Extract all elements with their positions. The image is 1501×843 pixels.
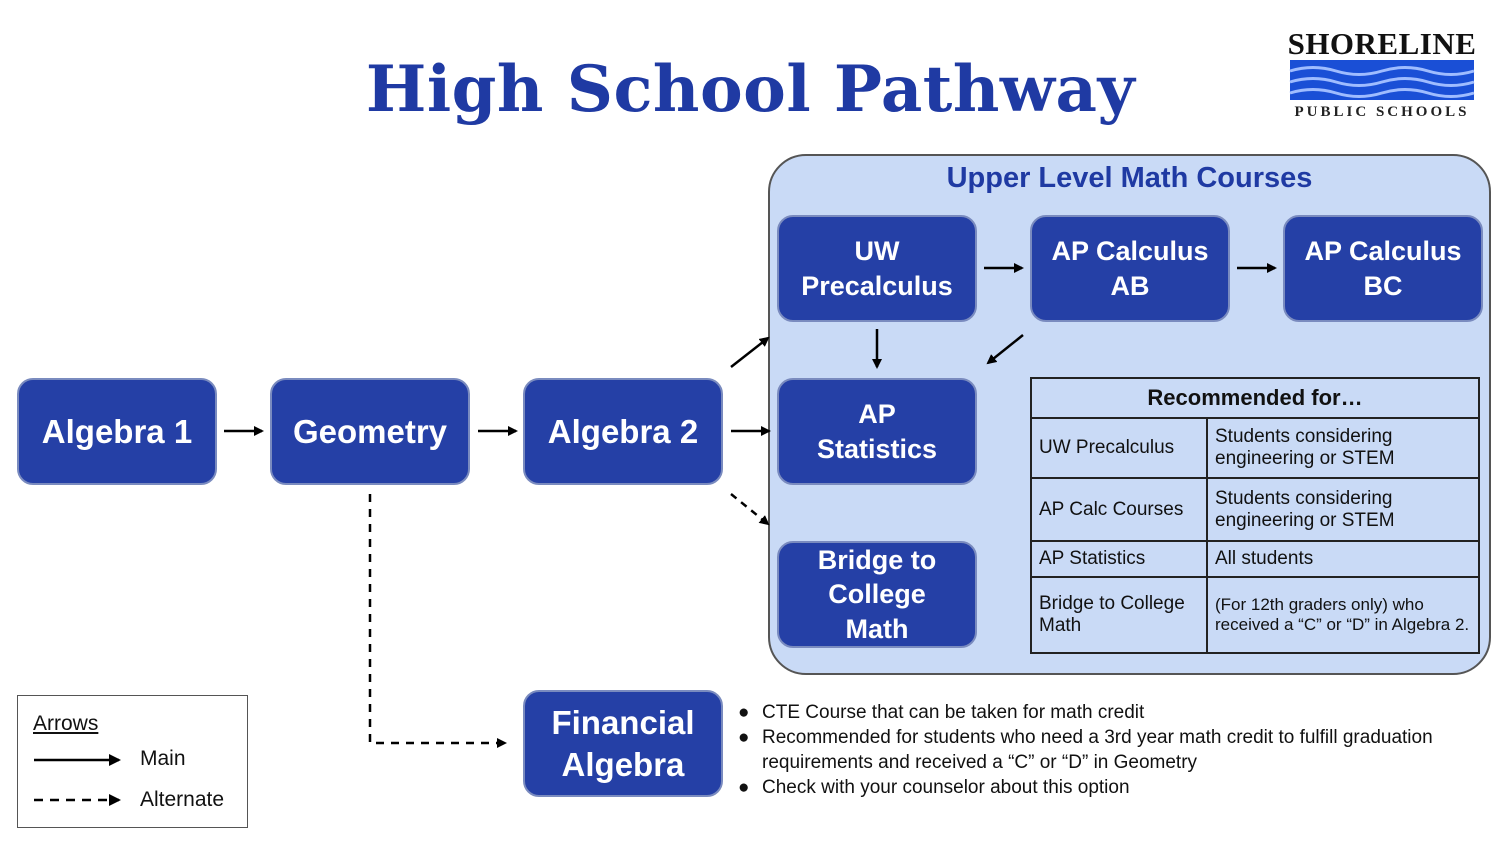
table-cell-course: UW Precalculus xyxy=(1030,417,1208,479)
shoreline-logo: SHORELINE PUBLIC SCHOOLS xyxy=(1287,26,1477,126)
legend-alternate-label: Alternate xyxy=(140,788,225,811)
bullet-icon: ● xyxy=(738,777,750,798)
arrow-calcab-ap-statistics xyxy=(986,334,1024,365)
course-ap-statistics: AP Statistics xyxy=(777,378,977,485)
table-cell-course: Bridge to College Math xyxy=(1030,576,1208,654)
arrow-algebra2-uw-precalculus xyxy=(730,336,770,368)
note-text: Check with your counselor about this opt… xyxy=(762,777,1130,798)
table-header: Recommended for… xyxy=(1030,377,1480,419)
table-row: AP Statistics All students xyxy=(1030,540,1480,578)
course-label: AP Calculus AB xyxy=(1051,236,1209,301)
course-algebra-2: Algebra 2 xyxy=(523,378,723,485)
course-label: Geometry xyxy=(292,412,448,450)
course-label: AP Calculus BC xyxy=(1304,236,1462,301)
table-cell-who: All students xyxy=(1206,540,1480,578)
financial-algebra-notes: ● CTE Course that can be taken for math c… xyxy=(738,700,1438,800)
legend-title: Arrows xyxy=(33,712,99,735)
course-algebra-1: Algebra 1 xyxy=(17,378,217,485)
legend-arrows xyxy=(34,754,121,806)
bullet-icon: ● xyxy=(738,702,750,723)
logo-bottom-text: PUBLIC SCHOOLS xyxy=(1294,104,1470,120)
course-label: AP Statistics xyxy=(816,399,938,464)
course-bridge-to-college-math: Bridge to College Math xyxy=(777,541,977,648)
table-cell-course: AP Calc Courses xyxy=(1030,477,1208,542)
course-ap-calculus-bc: AP Calculus BC xyxy=(1283,215,1483,322)
table-cell-who: (For 12th graders only) who received a “… xyxy=(1206,576,1480,654)
course-ap-calculus-ab: AP Calculus AB xyxy=(1030,215,1230,322)
page-title: High School Pathway xyxy=(365,52,1136,127)
upper-level-title: Upper Level Math Courses xyxy=(946,162,1313,194)
note-text: CTE Course that can be taken for math cr… xyxy=(762,702,1145,723)
bullet-icon: ● xyxy=(738,727,750,748)
table-cell-course: AP Statistics xyxy=(1030,540,1208,578)
course-label: Financial Algebra xyxy=(551,703,695,783)
table-row: Bridge to College Math (For 12th graders… xyxy=(1030,576,1480,654)
table-row: AP Calc Courses Students considering eng… xyxy=(1030,477,1480,542)
course-financial-algebra: Financial Algebra xyxy=(523,690,723,797)
arrow-algebra2-bridge-alternate xyxy=(730,493,770,526)
wave-icon xyxy=(1289,60,1475,100)
course-label: Algebra 2 xyxy=(547,412,699,450)
table-cell-who: Students considering engineering or STEM xyxy=(1206,477,1480,542)
course-uw-precalculus: UW Precalculus xyxy=(777,215,977,322)
list-item: ● CTE Course that can be taken for math c… xyxy=(738,700,1438,725)
note-text: Recommended for students who need a 3rd … xyxy=(762,727,1433,773)
course-geometry: Geometry xyxy=(270,378,470,485)
list-item: ● Recommended for students who need a 3rd… xyxy=(738,725,1438,775)
course-label: UW Precalculus xyxy=(801,236,953,301)
table-cell-who: Students considering engineering or STEM xyxy=(1206,417,1480,479)
legend-main-label: Main xyxy=(140,747,186,770)
arrow-geometry-financial-alternate xyxy=(368,494,507,748)
logo-top-text: SHORELINE xyxy=(1287,26,1477,61)
course-label: Bridge to College Math xyxy=(817,545,937,644)
course-label: Algebra 1 xyxy=(41,412,193,450)
table-row: UW Precalculus Students considering engi… xyxy=(1030,417,1480,479)
arrow-legend: Arrows Main Alternate xyxy=(17,695,248,828)
recommended-table: Recommended for… UW Precalculus Students… xyxy=(1030,377,1480,654)
list-item: ● Check with your counselor about this op… xyxy=(738,775,1438,800)
